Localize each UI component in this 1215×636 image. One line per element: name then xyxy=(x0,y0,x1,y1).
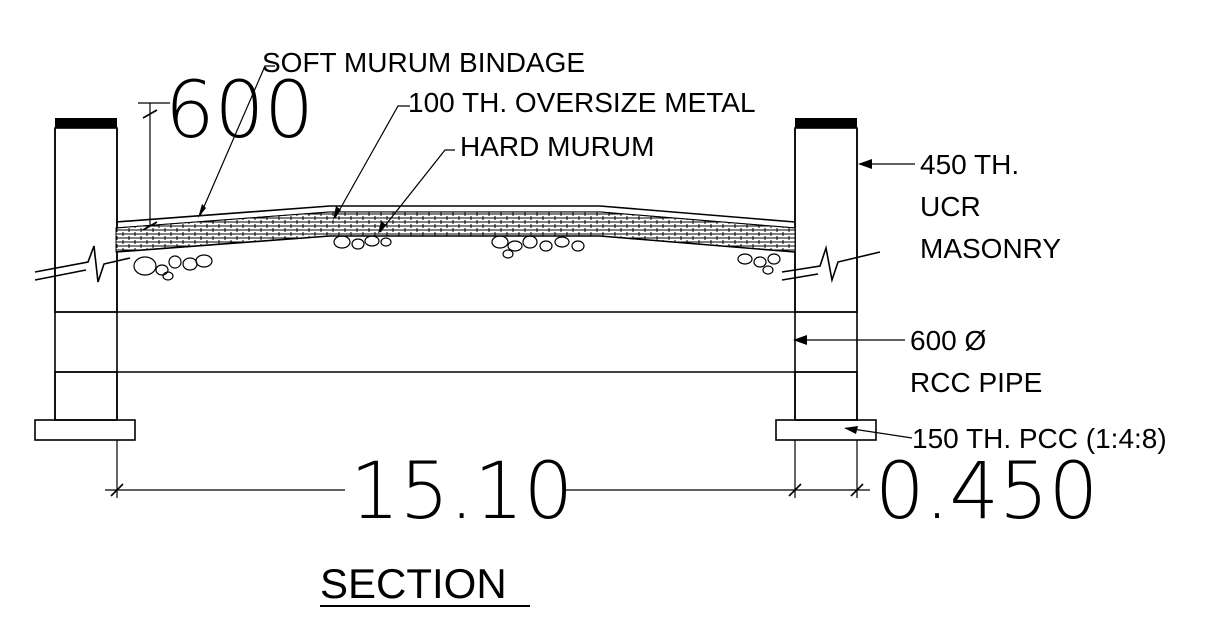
section-title: SECTION xyxy=(320,560,507,607)
leader-pipe xyxy=(793,335,905,345)
label-oversize-metal: 100 TH. OVERSIZE METAL xyxy=(408,87,756,118)
height-dimension xyxy=(138,102,170,231)
label-pcc: 150 TH. PCC (1:4:8) xyxy=(912,423,1167,454)
pcc-footing-left xyxy=(34,419,136,441)
pcc-footing-right xyxy=(775,419,877,441)
span-dimension xyxy=(105,440,870,498)
leader-masonry xyxy=(858,159,915,169)
label-hard-murum: HARD MURUM xyxy=(460,131,654,162)
label-soft-murum-bindage: SOFT MURUM BINDAGE xyxy=(262,47,585,78)
label-pipe-line1: 600 Ø xyxy=(910,325,986,356)
label-masonry-line2: UCR xyxy=(920,191,981,222)
break-line-right xyxy=(781,244,881,284)
label-masonry-line3: MASONRY xyxy=(920,233,1061,264)
height-dimension-text: 600 xyxy=(165,66,314,156)
span-dimension-text: 15.10 xyxy=(350,447,573,537)
hard-murum-stones xyxy=(133,235,781,281)
left-masonry-wall xyxy=(54,118,118,421)
wall-dimension-text: 0.450 xyxy=(875,447,1098,537)
label-pipe-line2: RCC PIPE xyxy=(910,367,1042,398)
leader-soft-murum xyxy=(198,65,275,218)
road-layers xyxy=(115,205,796,253)
leader-hard-murum xyxy=(378,149,455,234)
break-line-left xyxy=(34,245,131,283)
leader-pcc xyxy=(844,426,913,439)
rcc-pipe xyxy=(55,311,857,373)
leader-oversize-metal xyxy=(333,105,410,220)
label-masonry-line1: 450 TH. xyxy=(920,149,1019,180)
